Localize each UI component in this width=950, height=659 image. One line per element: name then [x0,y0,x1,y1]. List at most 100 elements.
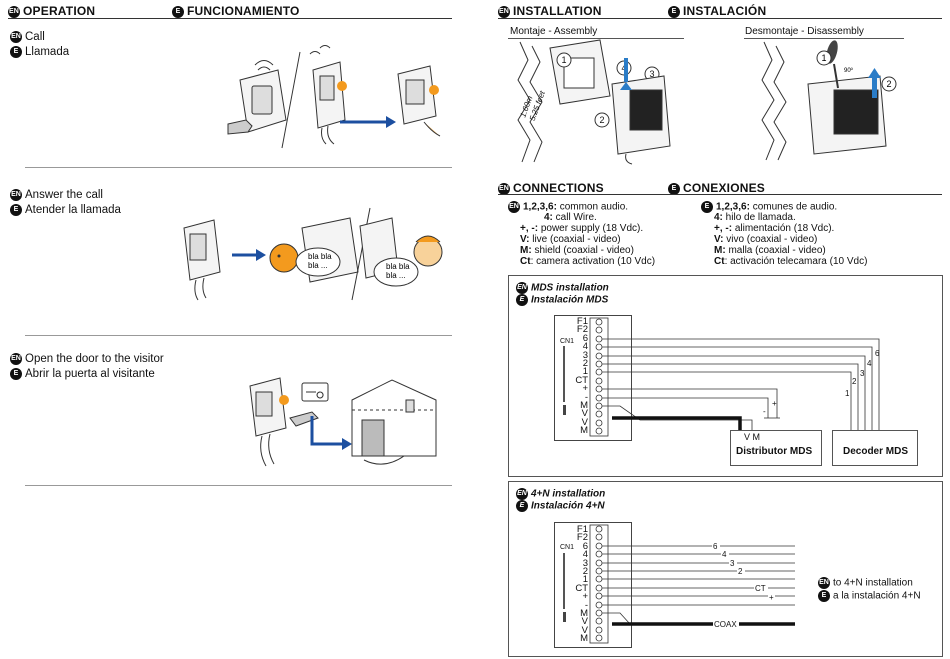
header-rule [498,18,942,19]
fourn-wires [602,545,795,625]
svg-text:-: - [763,407,766,416]
decoder-mds-box [832,430,918,466]
decoder-label: Decoder MDS [843,446,909,457]
es-badge: E [172,5,184,18]
en-badge: EN [516,282,528,294]
section-divider [25,485,452,486]
svg-text:2: 2 [738,567,743,576]
es-badge: E [668,182,680,195]
monitor-ringing-illustration [309,45,347,145]
wall-zigzag [517,41,543,163]
en-badge: EN [498,182,510,195]
header-rule [8,18,452,19]
house-illustration [351,379,437,465]
en-badge: EN [10,30,22,43]
lift-arrow [872,76,877,98]
monitor-assembled [611,75,671,165]
distributor-vm: V M [744,432,761,442]
svg-text:CT: CT [755,584,766,593]
dis-step-1: 1 [821,53,826,63]
mds-wire-labels: 6 4 3 2 1 - + [763,349,880,416]
angle-label: 90º [844,67,854,74]
svg-text:4: 4 [722,550,727,559]
mds-terminal-block [554,315,632,441]
fuse-icon [563,405,566,415]
wall-zigzag [761,41,787,161]
distributor-label: Distributor MDS [736,446,813,457]
wall-panel-illustration [227,51,301,149]
speech-text: bla ... [308,261,328,270]
speech-text: bla ... [386,271,406,280]
monitor-door-release-illustration [249,377,319,467]
step-1: 1 [561,55,566,65]
mds-screws [595,318,603,435]
es-badge: E [10,203,22,216]
en-badge: EN [818,577,830,589]
step-3: 3 [649,69,654,79]
svg-text:+: + [769,593,774,602]
svg-text:COAX: COAX [714,620,737,629]
mds-coax [612,416,742,430]
resident-face-icon [413,235,443,267]
en-badge: EN [516,488,528,500]
dis-step-2: 2 [886,79,891,89]
assembly-label: Montaje - Assembly [510,26,598,37]
fourn-terminal-block [554,522,632,648]
es-badge: E [701,201,713,213]
en-badge: EN [498,5,510,18]
cn1-pins [563,346,565,402]
mds-installation-box [508,275,943,477]
svg-text:1: 1 [845,389,850,398]
svg-text:+: + [772,399,777,408]
svg-text:6: 6 [713,542,718,551]
svg-text:2: 2 [852,377,857,386]
es-badge: E [818,590,830,602]
mds-cn1: CN1 [560,338,575,345]
es-badge: E [668,5,680,18]
fourn-cn1: CN1 [560,544,575,551]
en-badge: EN [10,188,22,201]
svg-text:3: 3 [730,559,735,568]
mds-wires [602,338,880,430]
step-2: 2 [599,115,604,125]
es-badge: E [516,500,528,512]
distributor-mds-box [730,430,822,466]
speech-text: bla bla [308,252,332,261]
speech-text: bla bla [386,262,410,271]
en-badge: EN [10,352,22,365]
speech-bubble [295,247,341,277]
cn1-pins [563,553,565,609]
es-badge: E [10,367,22,380]
monitor-pickup-illustration [397,65,441,137]
svg-text:4: 4 [867,359,872,368]
es-badge: E [516,294,528,306]
fourn-installation-box [508,481,943,657]
svg-text:6: 6 [875,349,880,358]
monitor-disassembled [807,75,887,155]
fuse-icon [563,612,566,622]
section-divider [25,167,452,168]
